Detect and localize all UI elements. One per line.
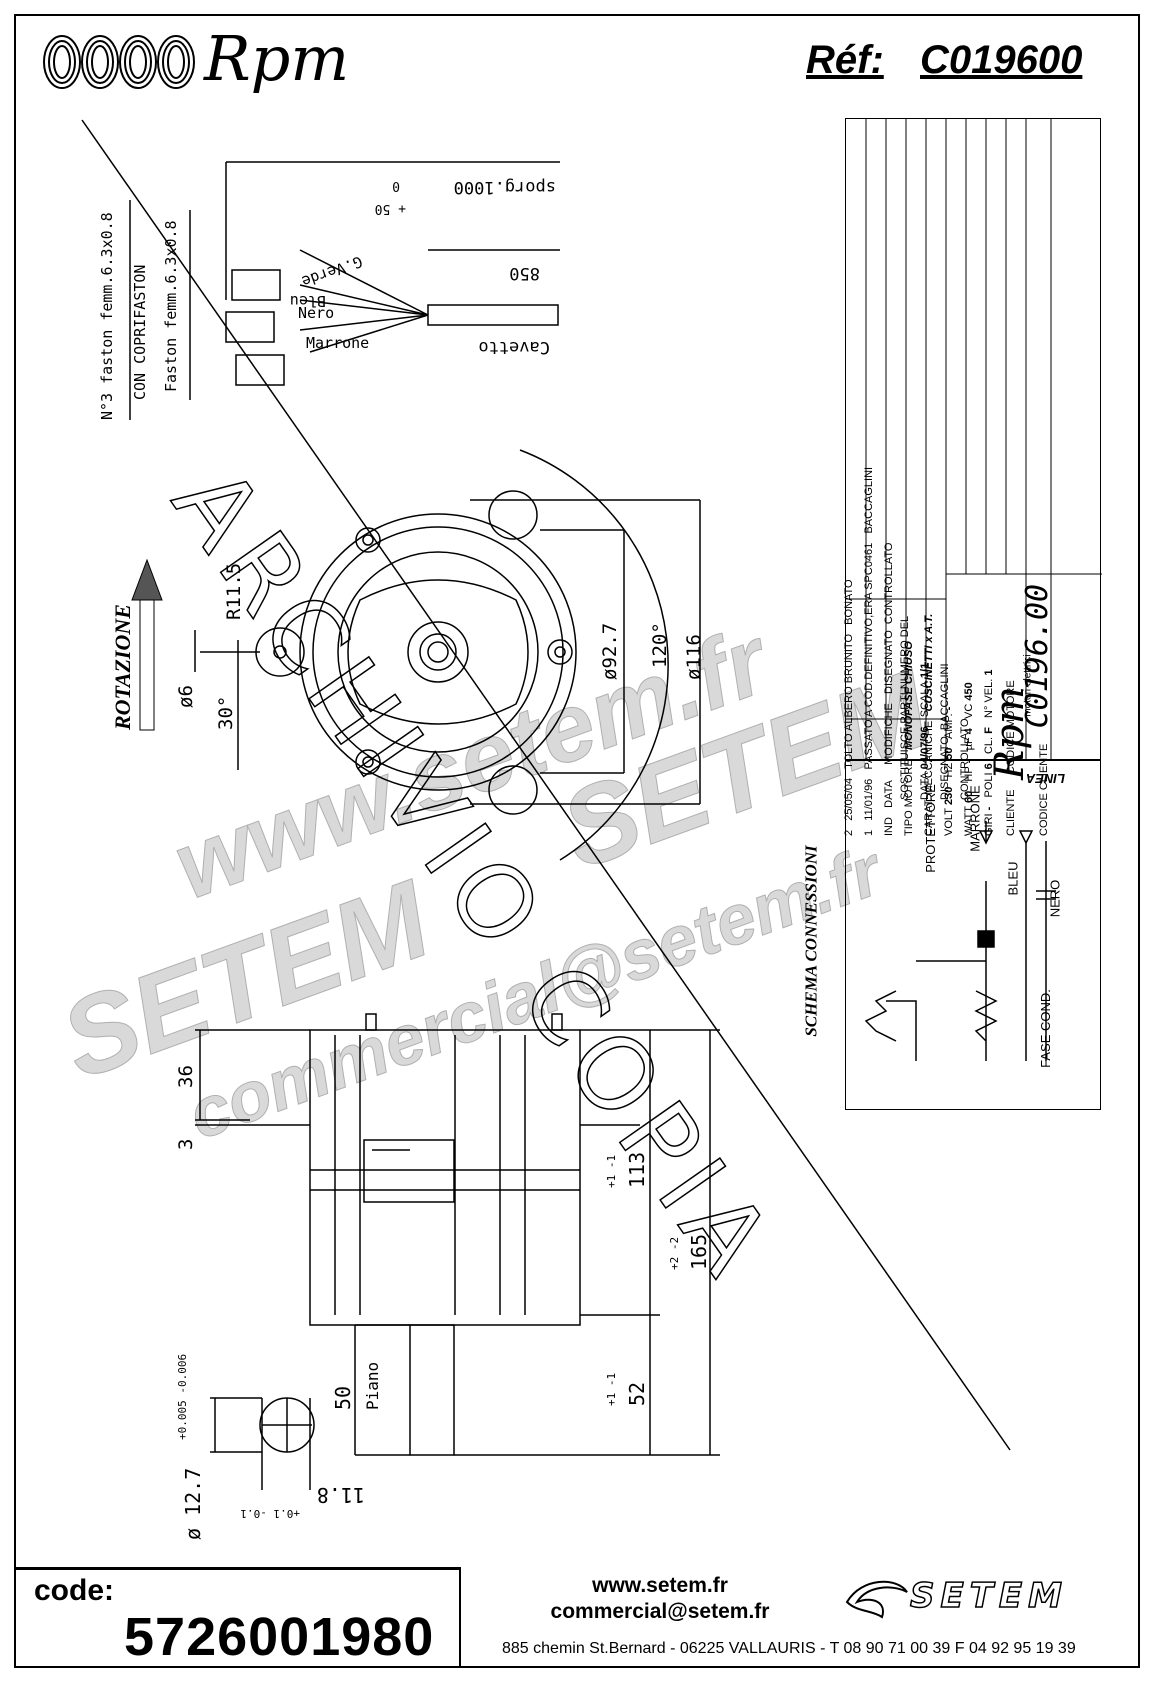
rotation-arrow [131,558,163,731]
footer-address: 885 chemin St.Bernard - 06225 VALLAURIS … [502,1640,1076,1657]
wire-marrone: Marrone [306,334,369,352]
reference-label: Réf: [806,38,884,82]
title-block-company-sub: motori elettrici [1022,654,1034,717]
shaft-diameter: ø 12.7 [181,1468,205,1540]
wire-nero: Nero [298,304,334,322]
d6-label: ø6 [175,685,197,708]
rpm-coil-logo [43,35,195,89]
protettore-label: PROTETTORE [922,784,938,873]
brand-title: Rpm [204,22,350,95]
dim-52: 52 [625,1382,649,1406]
d92-label: ø92.7 [599,623,621,680]
front-view-labels: ROTAZIONE R11.5 ø6 30° 120° ø92.7 ø116 [110,563,705,731]
setem-logo-text: SETEM [909,1575,1068,1617]
linea-label: LINEA [1026,771,1065,786]
angle120-label: 120° [649,622,671,668]
faston-note-3: Faston femm.6.3x0.8 [162,220,180,392]
tol-52: +1 -1 [605,1373,618,1406]
dim-1000: sporg.1000 [454,177,556,197]
footer-email[interactable]: commercial@setem.fr [550,1600,770,1623]
wiring-harness [129,161,560,420]
code-label: code: [34,1574,115,1607]
marrone-label: MARRONE [967,785,983,852]
wire-verde: G.Verde [299,252,365,291]
drawing-sheet [14,14,1140,1668]
d116-label: ø116 [683,634,705,680]
radius-label: R11.5 [223,563,245,620]
side-view-labels: 36 3 113 +1 -1 165 +2 -2 52 +1 -1 50 Pia… [175,1065,711,1540]
tol-plus: + 50 [375,201,406,216]
dim-113: 113 [625,1152,649,1188]
dim-3: 3 [175,1139,197,1150]
wiring-labels: N°3 faston femm.6.3x0.8 CON COPRIFASTON … [98,177,556,420]
scala-value: 1/1 [919,662,931,679]
scala-label: SCALA [919,681,931,718]
schema-title: SCHEMA CONNESSIONI [801,845,821,1037]
piano-label: Piano [363,1362,382,1410]
tol-165: +2 -2 [668,1237,681,1270]
wiring-schema: SCHEMA CONNESSIONI PROTETTORE MARRONE BL… [802,760,1101,1110]
code-value: 5726001980 [124,1607,435,1667]
bleu-label: BLEU [1005,861,1021,896]
rotation-label: ROTAZIONE [110,604,135,731]
shaft-tolerance: +0.005 -0.006 [176,1354,189,1440]
disegnato-value: BACCAGLINI [939,663,951,731]
setem-swoosh-icon [845,1580,908,1619]
dim-165: 165 [687,1234,711,1270]
dim-50: 50 [331,1386,355,1410]
footer-website[interactable]: www.setem.fr [592,1574,728,1597]
dim-36: 36 [175,1065,197,1088]
tol-113: +1 -1 [605,1155,618,1188]
fase-label: FASE COND. [1037,989,1053,1068]
flat-dim: 11.8 [317,1483,365,1507]
faston-note-1: N°3 faston femm.6.3x0.8 [98,212,116,420]
faston-note-2: CON COPRIFASTON [131,265,149,400]
wire-bleu: Bleu [290,292,326,310]
dim-850: 850 [509,263,540,283]
motor-side-view [195,1013,720,1456]
title-block: 2 25/05/04 TOLTO ALBERO BRUNITO BONATO 1… [843,118,1102,836]
flat-tol: +0.1 -0.1 [240,1507,300,1520]
nero-label: NERO [1047,879,1063,918]
shaft-section [210,1397,315,1490]
reference-value: C019600 [920,38,1083,82]
cable-label: Cavetto [478,337,550,357]
angle30-label: 30° [215,696,237,730]
rev-1-sig: BACCAGLINI [863,466,875,534]
code-box: code: 5726001980 [14,1567,461,1668]
signature-block: SOSTITUISCE PARTI NUMERO DEL DATA 04/07/… [845,560,1101,800]
motor-front-view [194,449,701,861]
tol-zero: 0 [392,178,400,193]
